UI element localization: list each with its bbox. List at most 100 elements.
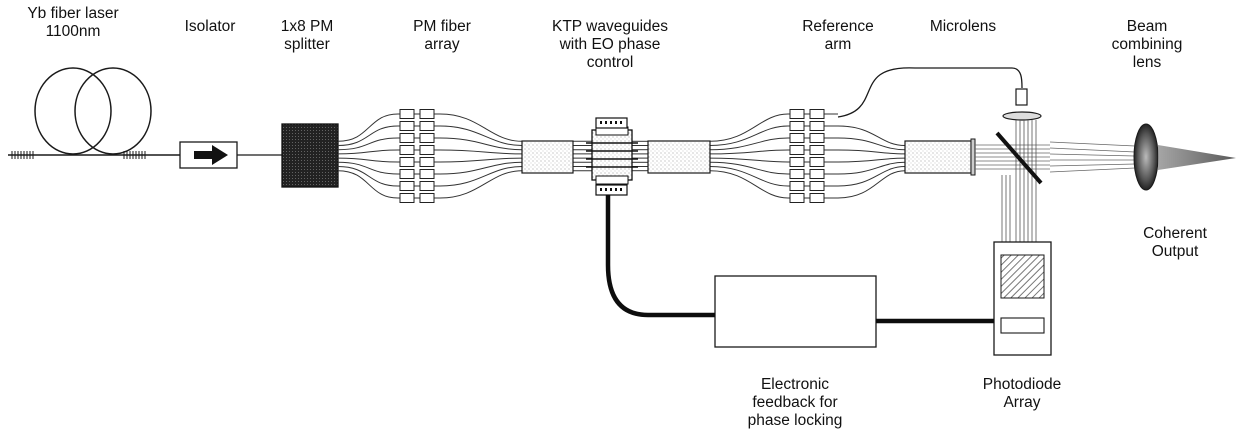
fiber-strand [709, 125, 838, 146]
label-line: lens [1132, 54, 1162, 71]
fiber-connector [419, 109, 435, 119]
beam-splitter [995, 131, 1043, 185]
coherent-output-beam [1158, 145, 1236, 170]
fiber-connector [399, 193, 415, 203]
label-line: Output [1151, 243, 1199, 260]
fiber-connector [809, 193, 825, 203]
fiber-strand [439, 137, 523, 151]
fiber-strand [439, 166, 523, 187]
fiber-strand [439, 170, 523, 199]
fiber-connector [399, 145, 415, 155]
fiber-connector [789, 157, 805, 167]
fiber-strand [709, 157, 838, 163]
fiber-laser-coil [8, 67, 180, 159]
fiber-holder-block-right [647, 140, 711, 174]
microlens [1002, 88, 1042, 121]
label-line: arm [824, 36, 852, 53]
label-line: Coherent [1143, 225, 1207, 242]
label-line: array [424, 36, 460, 53]
label-line: Photodiode [982, 376, 1062, 393]
fiber-connector [419, 193, 435, 203]
fiber-strand [709, 113, 838, 142]
fiber-connector [789, 169, 805, 179]
beam-combining-lens [1133, 123, 1159, 191]
fiber-connector [789, 193, 805, 203]
label-line: feedback for [752, 394, 838, 411]
fiber-connector [419, 145, 435, 155]
fiber-connector [809, 145, 825, 155]
fiber-connector [399, 157, 415, 167]
fiber-ticks-left [11, 151, 34, 159]
reference-arm-fiber [837, 67, 1023, 118]
label-line: Isolator [184, 18, 236, 35]
label-microlens: Microlens [918, 18, 1008, 36]
fiber-holder-block-left [521, 140, 574, 174]
fiber-strand [837, 161, 906, 175]
label-combining-lens: Beam combining lens [1102, 18, 1192, 72]
fiber-strand [709, 170, 838, 199]
fiber-connector [419, 169, 435, 179]
fiber-connector [789, 121, 805, 131]
fiber-strand [837, 170, 906, 199]
fiber-connector [789, 133, 805, 143]
fiber-connector [399, 181, 415, 191]
isolator-box [179, 141, 282, 169]
fiber-strand [439, 113, 523, 142]
fiber-strand [837, 166, 906, 187]
fiber-connector [809, 157, 825, 167]
label-line: Beam [1126, 18, 1168, 35]
label-splitter: 1x8 PM splitter [262, 18, 352, 54]
label-line: splitter [284, 36, 330, 53]
fiber-strand [337, 166, 440, 187]
label-line: PM fiber [413, 18, 471, 35]
fiber-strand [439, 149, 523, 155]
fiber-connector [809, 109, 825, 119]
fiber-connector [789, 109, 805, 119]
fiber-strand [439, 157, 523, 163]
label-line: 1100nm [45, 23, 101, 40]
fiber-strand [337, 161, 440, 175]
fiber-strand [337, 113, 440, 142]
fiber-connector [419, 157, 435, 167]
fiber-strand [709, 166, 838, 187]
output-beams [975, 141, 1136, 173]
fiber-connector [399, 133, 415, 143]
fiber-strand [337, 137, 440, 151]
fiber-strand [709, 149, 838, 155]
fiber-strand [337, 170, 440, 199]
fiber-connector [399, 121, 415, 131]
fiber-strand [709, 161, 838, 175]
label-reference-arm: Reference arm [793, 18, 883, 54]
fiber-strand [837, 125, 906, 146]
fiber-connector [789, 181, 805, 191]
fiber-connector [419, 133, 435, 143]
fiber-strand [337, 125, 440, 146]
splitter-block [281, 123, 339, 188]
fiber-strand [837, 149, 906, 155]
fiber-strand [837, 157, 906, 163]
fiber-strand [337, 157, 440, 163]
label-line: control [586, 54, 634, 71]
fiber-connector [809, 181, 825, 191]
label-fiber-array: PM fiber array [397, 18, 487, 54]
label-line: 1x8 PM [280, 18, 334, 35]
collimator-block [904, 140, 972, 174]
fiber-strand [709, 137, 838, 151]
label-line: Electronic [760, 376, 830, 393]
fiber-connector [399, 169, 415, 179]
feedback-electronics-box [714, 275, 877, 348]
fiber-connector [789, 145, 805, 155]
label-line: KTP waveguides [551, 18, 669, 35]
fiber-strand [439, 125, 523, 146]
label-line: combining [1111, 36, 1183, 53]
arrow-right-icon [194, 145, 228, 165]
reference-beams [1015, 120, 1037, 262]
label-line: Yb fiber laser [27, 5, 119, 22]
label-line: phase locking [747, 412, 843, 429]
fiber-connector [809, 169, 825, 179]
label-fiber-laser: Yb fiber laser 1100nm [2, 5, 144, 41]
feedback-cable-to-ktp [605, 195, 715, 318]
label-line: Microlens [929, 18, 997, 35]
